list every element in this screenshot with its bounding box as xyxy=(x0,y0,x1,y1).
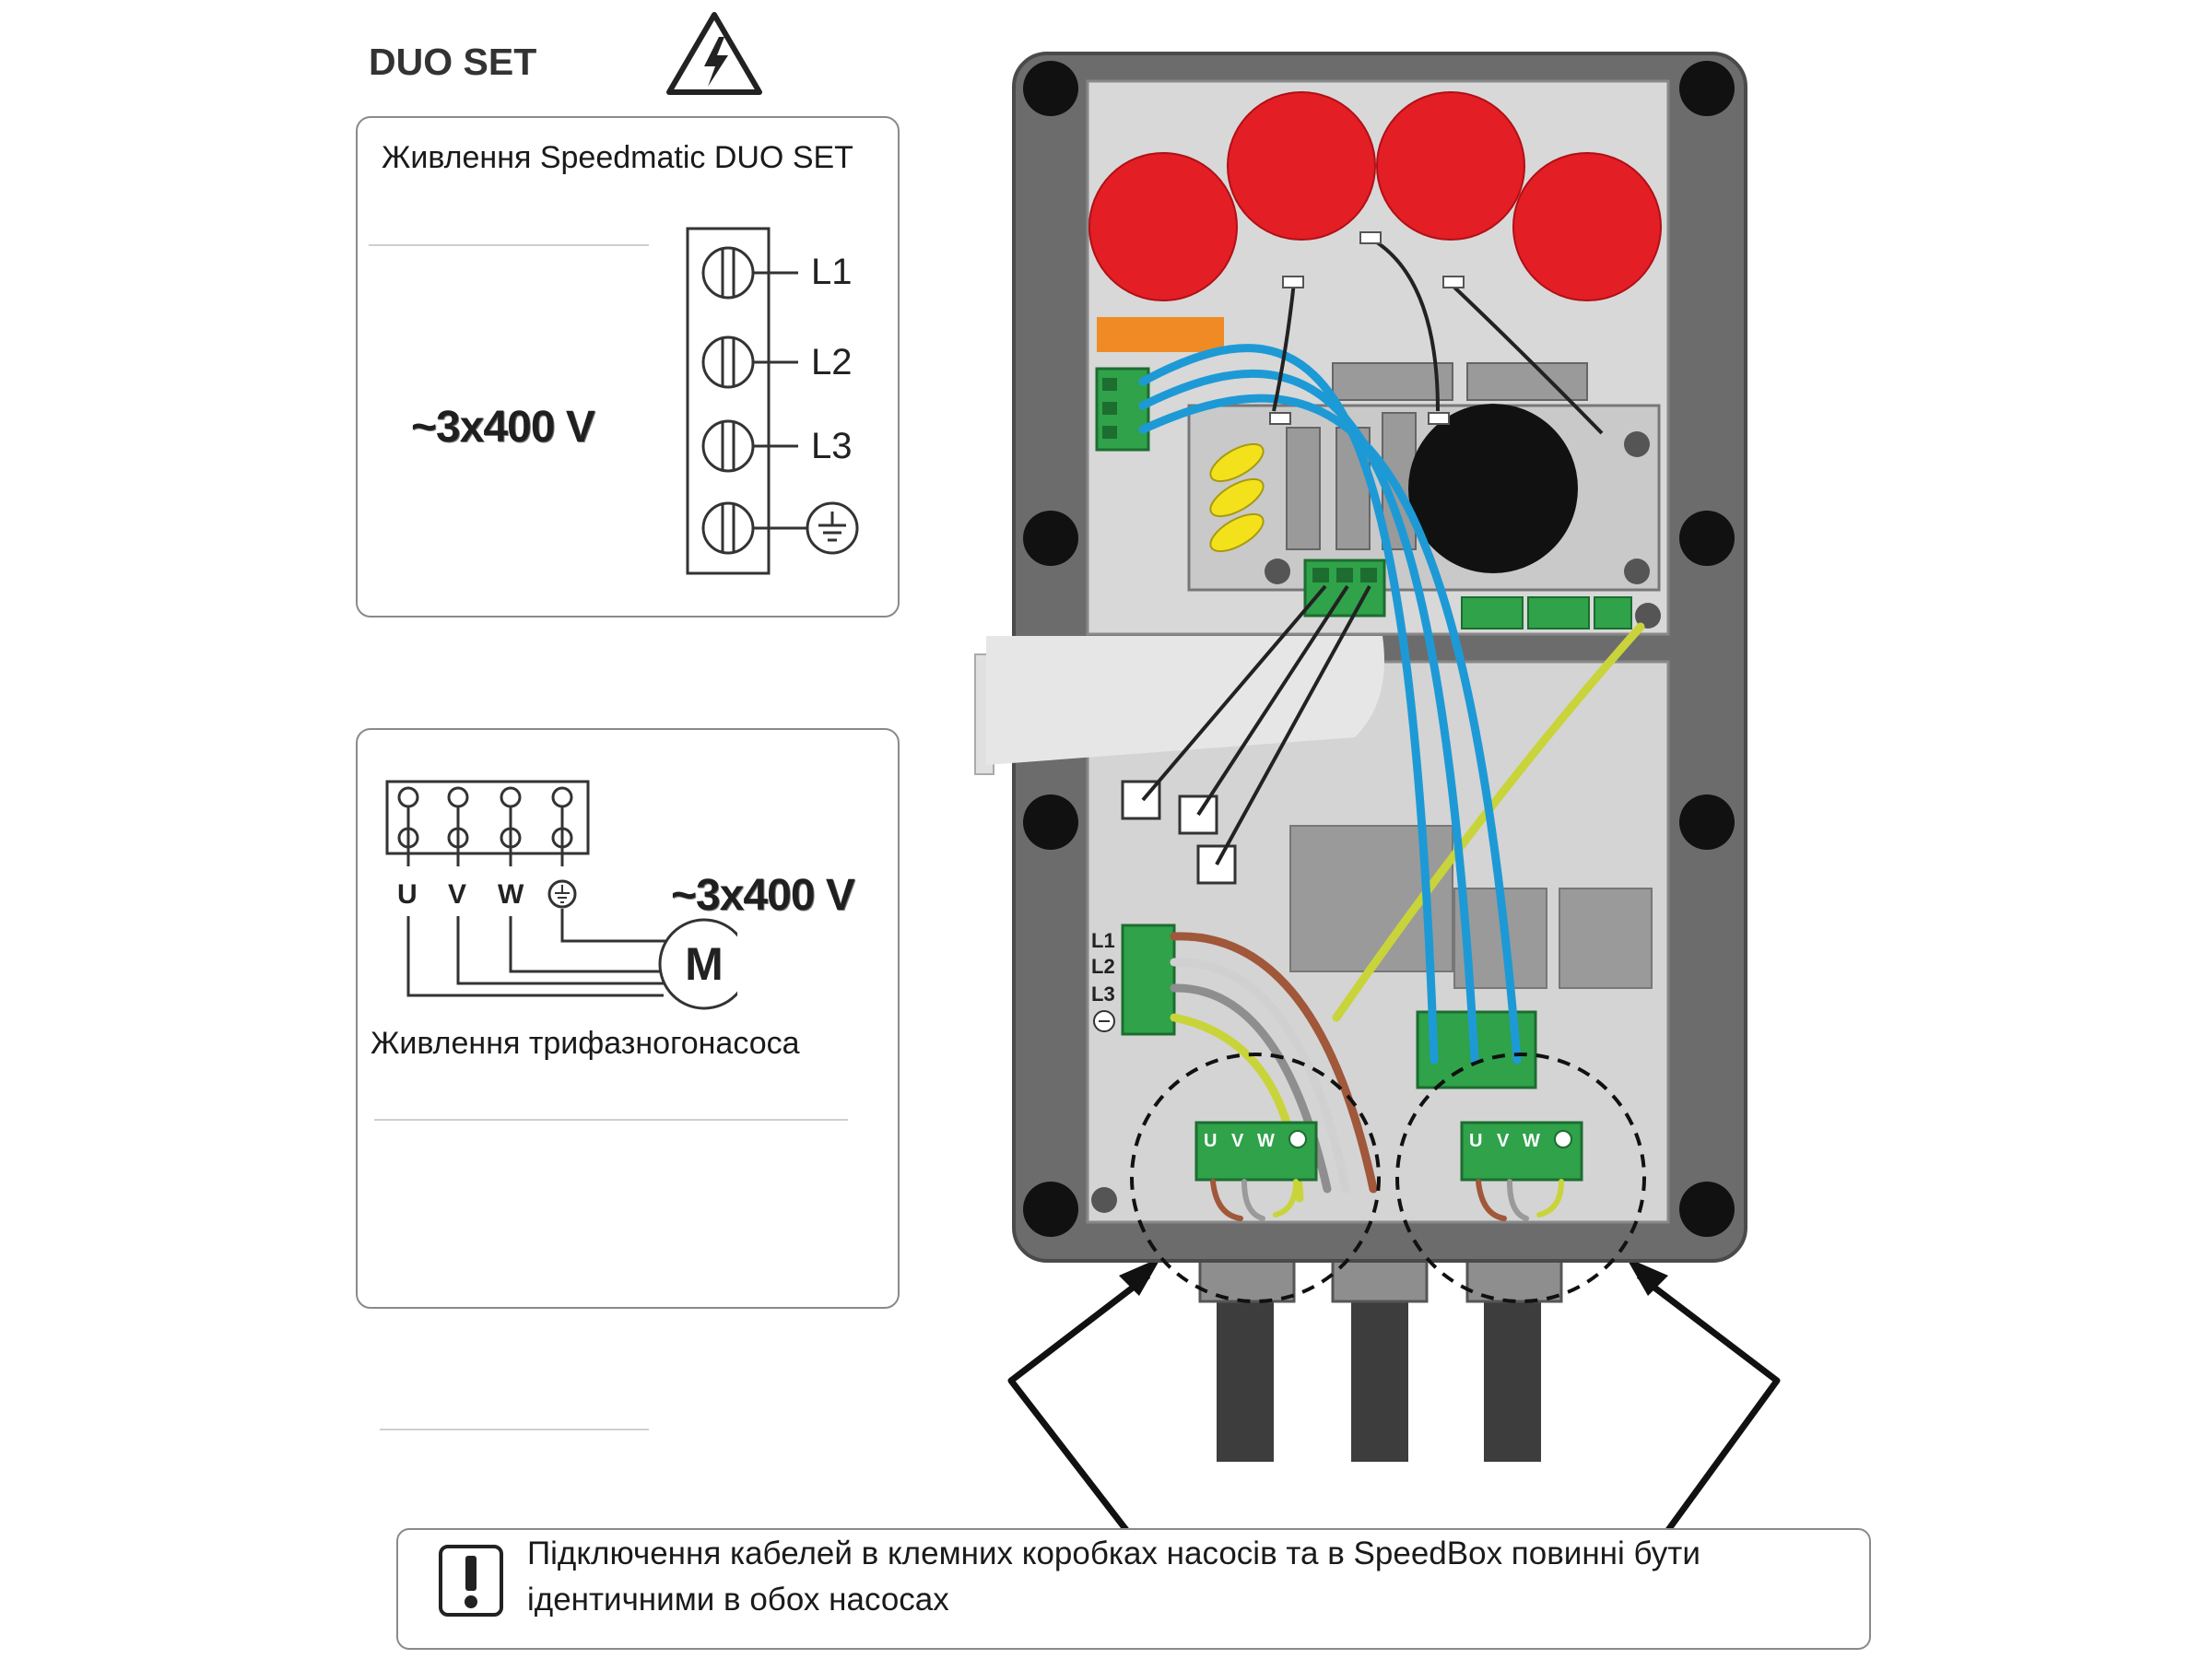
pump-terminal-w: W xyxy=(498,879,524,910)
fuse-caps xyxy=(1088,91,1662,301)
ribbon-cable xyxy=(986,636,1384,765)
pump-wiring-schematic: U V W M xyxy=(385,780,737,1010)
high-voltage-warning-icon xyxy=(666,12,762,95)
pump1-terminal-v: V xyxy=(1231,1131,1244,1151)
box-mains-label-l2: L2 xyxy=(1091,955,1115,978)
pump2-terminal-v: V xyxy=(1497,1131,1510,1151)
dashed-highlight-circles xyxy=(1130,1053,1646,1303)
divider xyxy=(380,1429,649,1430)
arrow-head-left xyxy=(1119,1257,1161,1296)
note-line-1: Підключення кабелей в клемних коробках н… xyxy=(527,1535,1700,1571)
signal-wires xyxy=(1141,236,1604,865)
motor-label: M xyxy=(685,938,724,990)
cable-glands xyxy=(1198,1250,1563,1462)
terminal-screw-l2 xyxy=(701,335,798,389)
relay-indicator xyxy=(1097,317,1224,352)
divider xyxy=(369,244,649,246)
blue-control-wires xyxy=(1138,344,1522,1065)
terminal-label-l3: L3 xyxy=(811,426,853,466)
pump1-terminal-block: U V W xyxy=(1194,1121,1318,1182)
pump2-terminal-u: U xyxy=(1469,1131,1482,1151)
divider xyxy=(374,1119,848,1121)
pump-terminal-u: U xyxy=(397,879,418,910)
terminal-label-l1: L1 xyxy=(811,252,853,292)
supply-panel-title: Живлення Speedmatic DUO SET xyxy=(382,140,853,175)
supply-voltage-label: ~3x400 V xyxy=(411,403,595,452)
pump-panel-title: Живлення трифазногонасоса xyxy=(371,1026,800,1061)
mains-terminal-block xyxy=(1121,924,1176,1036)
supply-terminal-block: L1 L2 L3 xyxy=(686,227,859,575)
terminal-screw-l1 xyxy=(701,246,798,300)
box-mains-label-l3: L3 xyxy=(1091,982,1115,1006)
note-box xyxy=(396,1528,1871,1650)
arrow-head-right xyxy=(1626,1257,1668,1296)
page-title: DUO SET xyxy=(369,41,537,83)
pump1-terminal-u: U xyxy=(1204,1131,1217,1151)
terminal-label-l2: L2 xyxy=(811,342,853,382)
cooling-fan xyxy=(1408,404,1578,573)
note-text: Підключення кабелей в клемних коробках н… xyxy=(527,1531,1854,1623)
pump-terminal-v: V xyxy=(448,879,466,910)
earth-icon xyxy=(547,879,577,909)
earth-icon xyxy=(1093,1010,1115,1032)
pump2-terminal-block: U V W xyxy=(1460,1121,1583,1182)
pointer-arrows xyxy=(1007,1273,1781,1533)
terminal-screw-l3 xyxy=(701,419,798,473)
pump-voltage-label: ~3x400 V xyxy=(671,871,855,920)
pump1-terminal-w: W xyxy=(1257,1131,1275,1151)
yellow-capacitors xyxy=(1209,442,1265,553)
box-mains-label-l1: L1 xyxy=(1091,929,1115,952)
note-line-2: ідентичними в обох насосах xyxy=(527,1582,949,1618)
mounting-screws xyxy=(1023,61,1735,1237)
motor-icon: M xyxy=(658,918,737,1010)
earth-icon xyxy=(806,501,859,555)
pump2-terminal-w: W xyxy=(1523,1131,1540,1151)
terminal-screw-earth xyxy=(701,501,807,555)
exclamation-icon xyxy=(439,1545,503,1617)
